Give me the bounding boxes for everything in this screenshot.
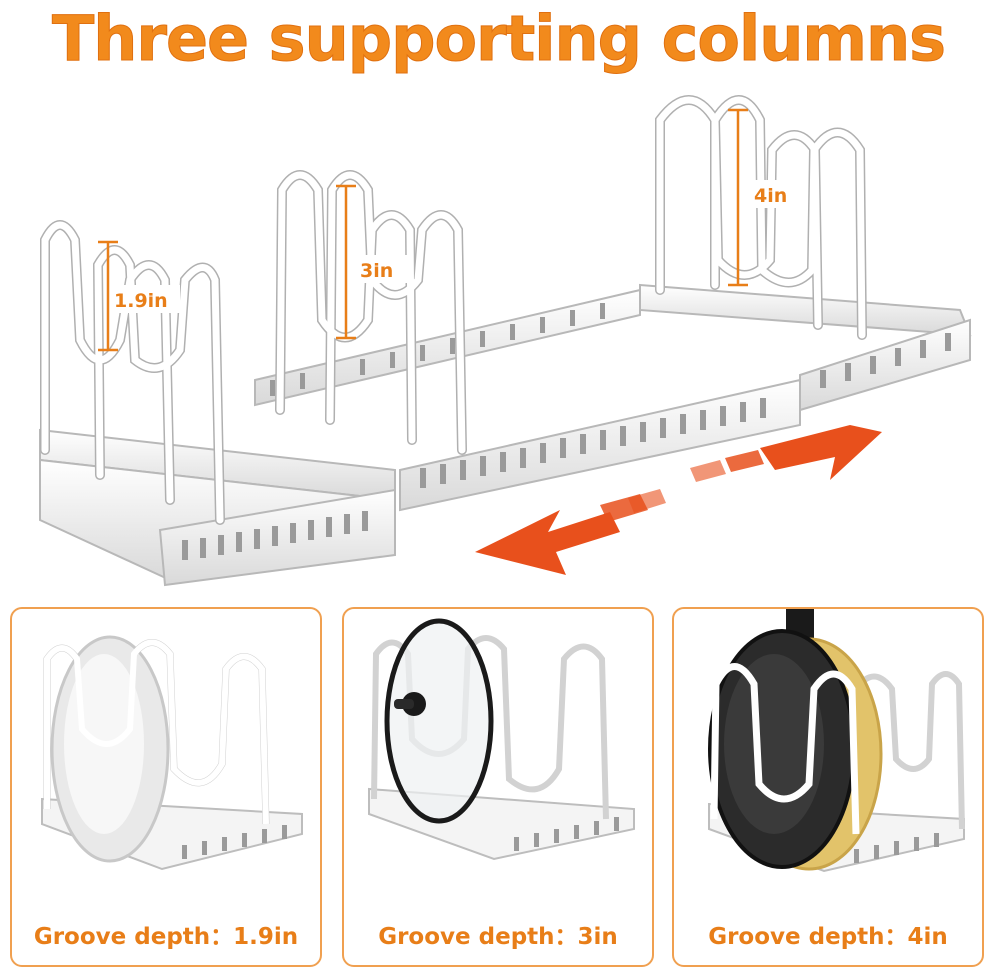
caption-groove-1-9in: Groove depth：1.9in (33, 924, 299, 950)
glass-lid-icon (384, 618, 494, 824)
caption-groove-3in: Groove depth：3in (378, 924, 618, 950)
dimension-label-3in: 3in (360, 260, 393, 282)
pan-in-rack-illustration (708, 609, 965, 873)
lid-in-rack-illustration (368, 618, 635, 861)
extend-arrow-icon (475, 425, 882, 575)
page-title: Three supporting columns (51, 2, 946, 76)
dimension-label-4in: 4in (754, 185, 787, 207)
dimension-markers (98, 108, 748, 352)
panel-plate: Groove depth：1.9in (10, 607, 322, 967)
dimension-label-1-9in: 1.9in (114, 290, 168, 312)
panel-glass-lid: Groove depth：3in (342, 607, 654, 967)
caption-groove-4in: Groove depth：4in (708, 924, 948, 950)
rack-slots (182, 303, 951, 560)
plate-in-rack-illustration (41, 635, 303, 871)
panel-frying-pan: Groove depth：4in (672, 607, 984, 967)
hero-rack-illustration: 1.9in 3in 4in (39, 95, 972, 587)
